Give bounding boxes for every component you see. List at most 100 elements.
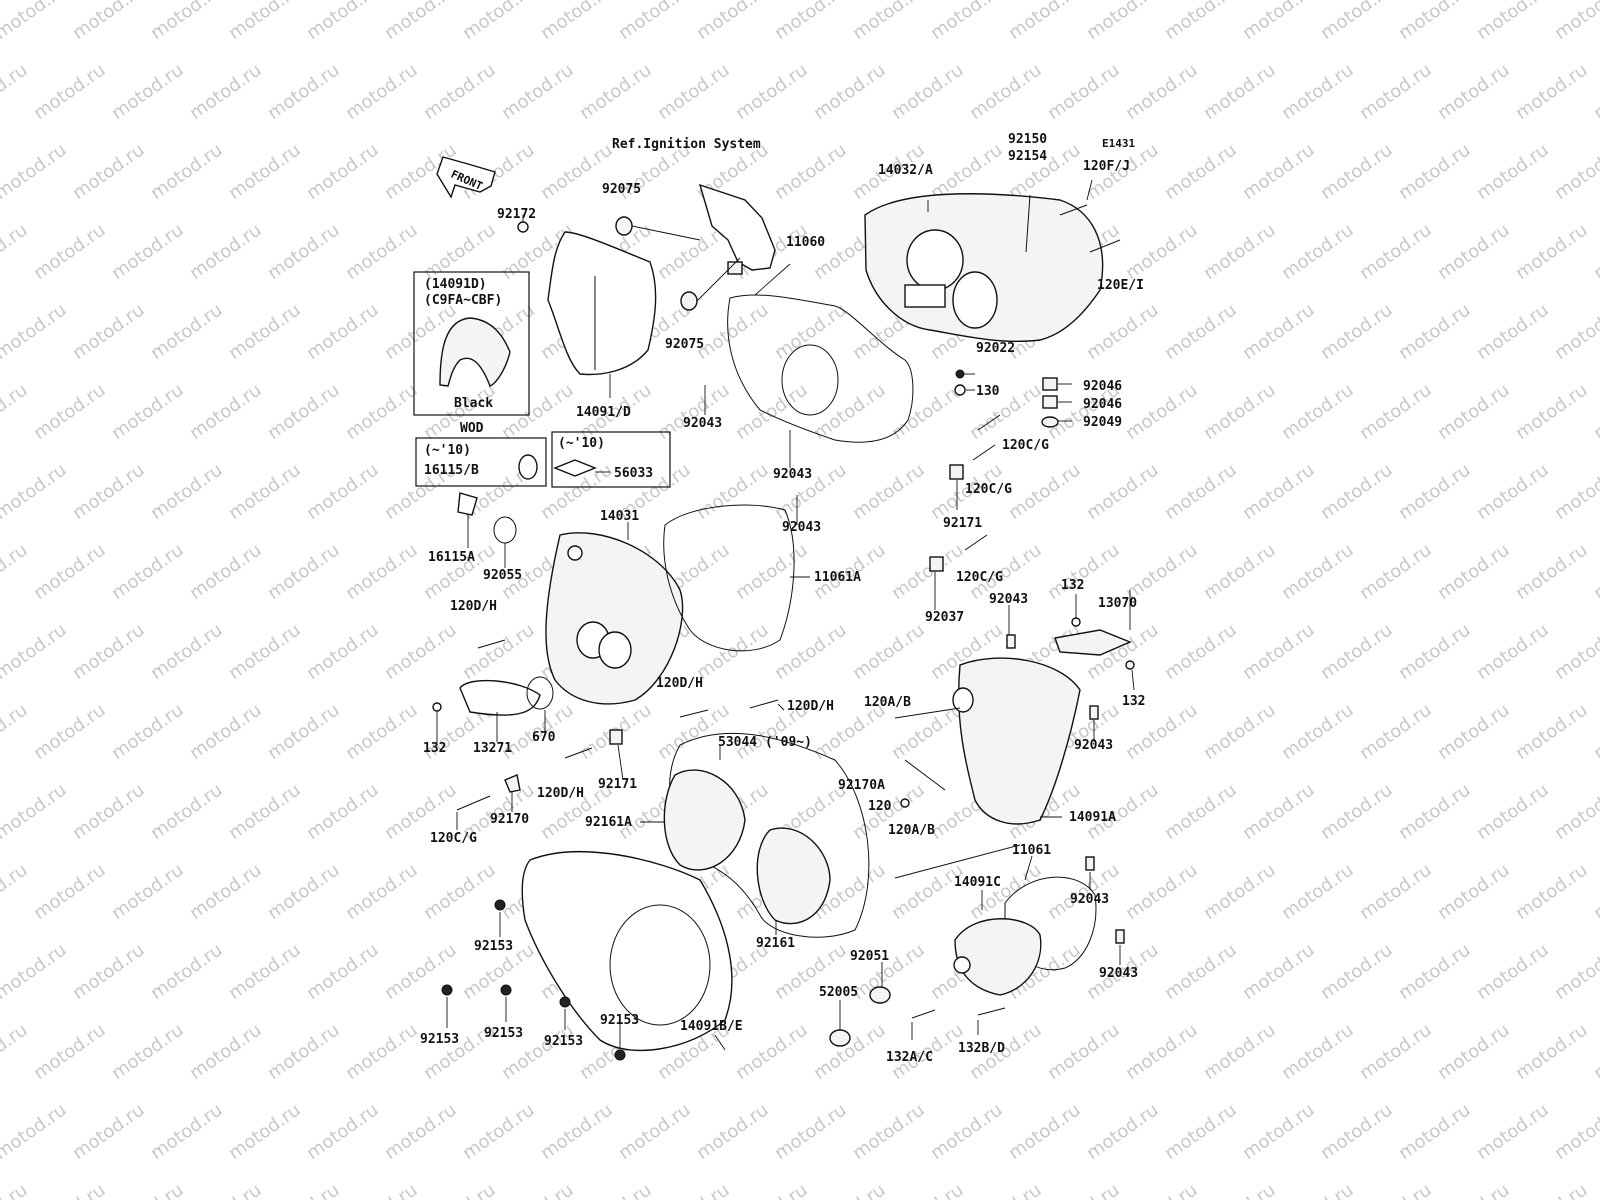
callout-120dh-3: 120D/H xyxy=(787,699,834,714)
callout-92043-b: 92043 xyxy=(773,467,812,482)
callout-92043-g: 92043 xyxy=(1099,966,1138,981)
watermark-text: motod.ru xyxy=(537,0,617,44)
watermark-text: motod.ru xyxy=(1551,0,1600,44)
watermark-text: motod.ru xyxy=(966,1180,1046,1200)
watermark-text: motod.ru xyxy=(1356,1020,1436,1085)
watermark-text: motod.ru xyxy=(420,1180,500,1200)
cover-14091c-part xyxy=(954,918,1042,996)
callout-120cg-4: 120C/G xyxy=(430,831,477,846)
leader-lines xyxy=(436,179,1135,1051)
callout-14091d: 14091/D xyxy=(576,405,631,420)
watermark-text: motod.ru xyxy=(0,1100,71,1165)
screw-92153-a-icon xyxy=(494,899,506,911)
callout-16115a: 16115A xyxy=(428,550,475,565)
watermark-text: motod.ru xyxy=(0,940,71,1005)
watermark-text: motod.ru xyxy=(1200,540,1280,605)
callout-120fj: 120F/J xyxy=(1083,159,1130,174)
watermark-text: motod.ru xyxy=(147,1100,227,1165)
watermark-text: motod.ru xyxy=(1512,1020,1592,1085)
watermark-text: motod.ru xyxy=(186,860,266,925)
gasket-range: (~'10) xyxy=(558,436,605,451)
watermark-text: motod.ru xyxy=(303,460,383,525)
watermark-text: motod.ru xyxy=(225,940,305,1005)
watermark-text: motod.ru xyxy=(888,1180,968,1200)
dipstick-16115a-icon xyxy=(457,492,478,516)
grommet-92075-a-icon xyxy=(615,216,633,236)
callout-92043-e: 92043 xyxy=(1074,738,1113,753)
watermark-text: motod.ru xyxy=(1590,380,1600,445)
watermark-text: motod.ru xyxy=(1395,1100,1475,1165)
watermark-text: motod.ru xyxy=(0,700,32,765)
callout-92046-a: 92046 xyxy=(1083,379,1122,394)
watermark-text: motod.ru xyxy=(1317,140,1397,205)
watermark-text: motod.ru xyxy=(1356,220,1436,285)
watermark-text: motod.ru xyxy=(1200,1020,1280,1085)
callout-120: 120 xyxy=(868,799,892,814)
bolt-120dh-2-icon xyxy=(679,709,709,718)
watermark-text: motod.ru xyxy=(1083,0,1163,44)
watermark-text: motod.ru xyxy=(1317,1100,1397,1165)
watermark-text: motod.ru xyxy=(1590,220,1600,285)
watermark-text: motod.ru xyxy=(186,700,266,765)
watermark-text: motod.ru xyxy=(264,540,344,605)
callout-92153-c: 92153 xyxy=(484,1026,523,1041)
watermark-text: motod.ru xyxy=(1278,1020,1358,1085)
bolt-120cg-3-icon xyxy=(964,534,988,551)
watermark-text: motod.ru xyxy=(147,780,227,845)
watermark-text: motod.ru xyxy=(0,540,32,605)
watermark-text: motod.ru xyxy=(1395,300,1475,365)
watermark-text: motod.ru xyxy=(1551,1100,1600,1165)
bushing-92046-a-icon xyxy=(1042,377,1058,391)
watermark-text: motod.ru xyxy=(1590,60,1600,125)
callout-92161: 92161 xyxy=(756,936,795,951)
watermark-text: motod.ru xyxy=(1161,140,1241,205)
watermark-text: motod.ru xyxy=(1161,780,1241,845)
variant-inset-box: (14091D) (C9FA~CBF) Black xyxy=(413,271,530,416)
watermark-text: motod.ru xyxy=(108,220,188,285)
watermark-text: motod.ru xyxy=(1551,300,1600,365)
watermark-text: motod.ru xyxy=(1278,860,1358,925)
watermark-text: motod.ru xyxy=(1395,780,1475,845)
watermark-text: motod.ru xyxy=(927,1100,1007,1165)
watermark-text: motod.ru xyxy=(342,380,422,445)
watermark-text: motod.ru xyxy=(225,460,305,525)
watermark-text: motod.ru xyxy=(1278,1180,1358,1200)
watermark-text: motod.ru xyxy=(147,0,227,44)
watermark-text: motod.ru xyxy=(1395,0,1475,44)
watermark-text: motod.ru xyxy=(0,140,71,205)
watermark-text: motod.ru xyxy=(225,300,305,365)
oring-670-icon xyxy=(526,676,554,710)
watermark-text: motod.ru xyxy=(693,460,773,525)
callout-120dh-1: 120D/H xyxy=(450,599,497,614)
watermark-text: motod.ru xyxy=(186,220,266,285)
watermark-text: motod.ru xyxy=(1473,0,1553,44)
watermark-text: motod.ru xyxy=(771,0,851,44)
watermark-text: motod.ru xyxy=(693,620,773,685)
watermark-text: motod.ru xyxy=(30,860,110,925)
watermark-text: motod.ru xyxy=(1200,380,1280,445)
gasket-inset-box: (~'10) 56033 xyxy=(551,431,671,488)
watermark-text: motod.ru xyxy=(1551,140,1600,205)
clamp-92170-icon xyxy=(504,774,521,793)
variant-color: Black xyxy=(454,396,493,411)
watermark-text: motod.ru xyxy=(1122,60,1202,125)
callout-120dh-2: 120D/H xyxy=(656,676,703,691)
watermark-text: motod.ru xyxy=(1590,1180,1600,1200)
grommet-92075-b-icon xyxy=(680,291,698,311)
watermark-text: motod.ru xyxy=(30,1020,110,1085)
callout-11061a: 11061A xyxy=(814,570,861,585)
watermark-text: motod.ru xyxy=(1239,0,1319,44)
watermark-text: motod.ru xyxy=(459,1100,539,1165)
watermark-text: motod.ru xyxy=(1356,60,1436,125)
watermark-text: motod.ru xyxy=(1122,380,1202,445)
watermark-text: motod.ru xyxy=(342,540,422,605)
seal-92051-icon xyxy=(869,986,891,1004)
watermark-text: motod.ru xyxy=(1317,940,1397,1005)
watermark-text: motod.ru xyxy=(1005,0,1085,44)
watermark-text: motod.ru xyxy=(342,860,422,925)
callout-92075-b: 92075 xyxy=(665,337,704,352)
watermark-text: motod.ru xyxy=(108,700,188,765)
watermark-text: motod.ru xyxy=(1239,1100,1319,1165)
watermark-text: motod.ru xyxy=(849,620,929,685)
